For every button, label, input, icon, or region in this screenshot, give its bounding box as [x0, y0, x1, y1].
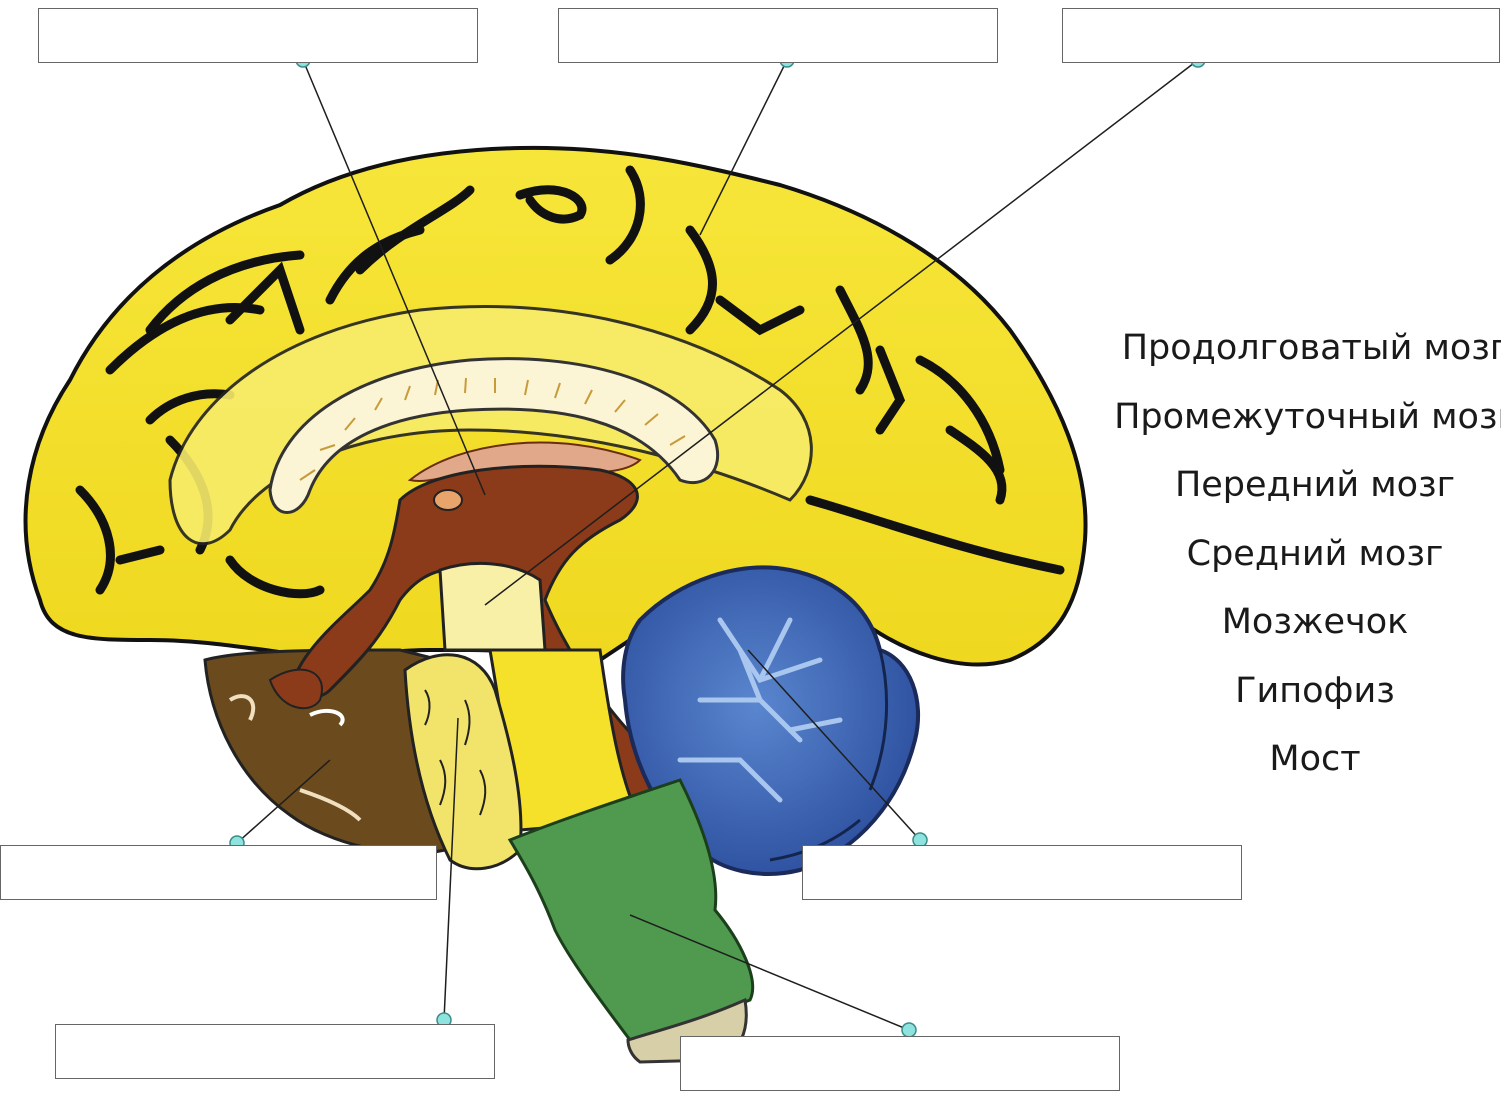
label-box-bottom-left[interactable]: [55, 1024, 495, 1079]
leader-line-3: [485, 60, 1198, 605]
word-bank-item[interactable]: Мост: [1105, 729, 1501, 798]
label-box-middle-left[interactable]: [0, 845, 437, 900]
label-box-bottom-center[interactable]: [680, 1036, 1120, 1091]
label-box-middle-right[interactable]: [802, 845, 1242, 900]
anchor-dot-7: [902, 1023, 916, 1037]
word-bank: Продолговатый мозг Промежуточный мозг Пе…: [1105, 318, 1501, 798]
leader-line-2: [700, 60, 787, 235]
leader-line-6: [748, 650, 920, 840]
label-box-top-right[interactable]: [1062, 8, 1500, 63]
word-bank-item[interactable]: Мозжечок: [1105, 592, 1501, 661]
leader-line-4: [237, 760, 330, 843]
label-box-top-left[interactable]: [38, 8, 478, 63]
leader-line-7: [630, 915, 909, 1030]
word-bank-item[interactable]: Средний мозг: [1105, 524, 1501, 593]
label-box-top-center[interactable]: [558, 8, 998, 63]
word-bank-item[interactable]: Промежуточный мозг: [1105, 387, 1501, 456]
leader-line-5: [444, 718, 458, 1020]
leader-line-1: [303, 60, 485, 495]
word-bank-item[interactable]: Продолговатый мозг: [1105, 318, 1501, 387]
word-bank-item[interactable]: Передний мозг: [1105, 455, 1501, 524]
word-bank-item[interactable]: Гипофиз: [1105, 661, 1501, 730]
